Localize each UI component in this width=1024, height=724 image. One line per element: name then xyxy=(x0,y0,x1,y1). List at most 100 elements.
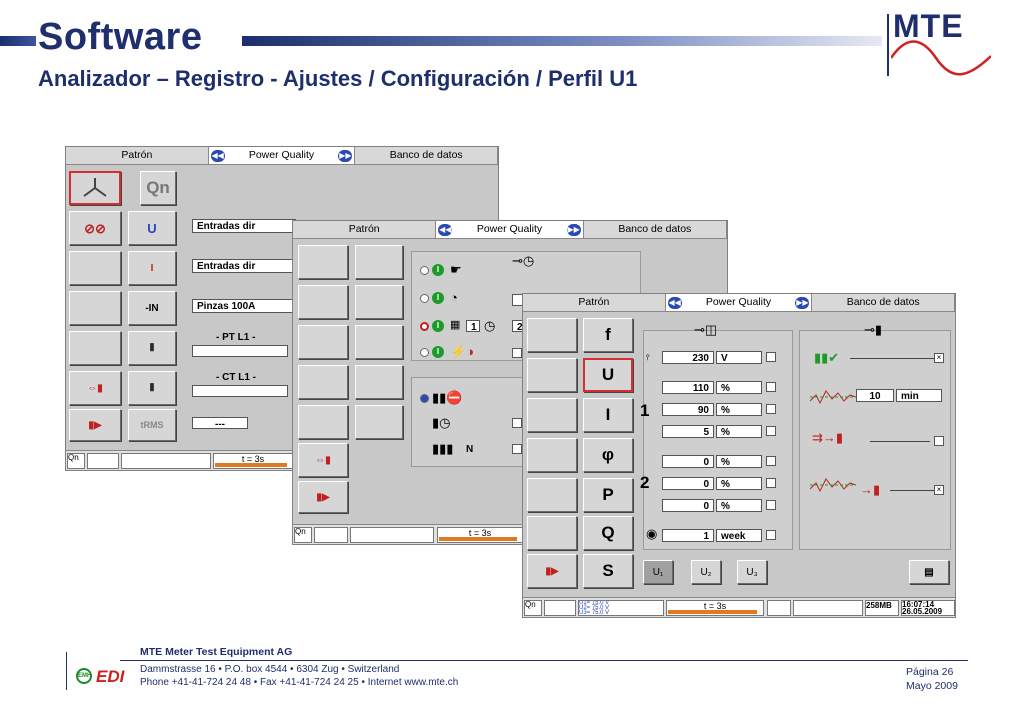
quantity-u-button[interactable]: U xyxy=(583,358,633,392)
exit-button[interactable]: ▮▶ xyxy=(527,554,577,588)
qn-button[interactable]: Qn xyxy=(140,171,176,205)
left-button-8[interactable] xyxy=(355,365,403,399)
left-button-7[interactable] xyxy=(298,365,348,399)
empty-button-3[interactable] xyxy=(69,331,121,365)
left-button-1[interactable] xyxy=(527,318,577,352)
prev-arrow-icon[interactable]: ◀◀ xyxy=(438,223,453,236)
left-button-2[interactable] xyxy=(355,245,403,279)
transformer-u-button[interactable]: ⫴ xyxy=(128,331,176,365)
prev-arrow-icon[interactable]: ◀◀ xyxy=(210,149,225,162)
radio-option-1[interactable] xyxy=(420,266,429,275)
tab-patron[interactable]: Patrón xyxy=(66,147,209,164)
g1-upper-unit[interactable]: % xyxy=(716,381,762,394)
tab-banco-datos[interactable]: Banco de datos xyxy=(355,147,499,164)
notes-button[interactable]: ▤ xyxy=(909,560,949,584)
waveform-checkbox[interactable]: × xyxy=(934,485,944,495)
g2-lower-unit[interactable]: % xyxy=(716,477,762,490)
left-button-4[interactable] xyxy=(355,285,403,319)
g2-lower-checkbox[interactable] xyxy=(766,478,776,488)
record-interval-unit[interactable]: min xyxy=(896,389,942,402)
g2-hyst-checkbox[interactable] xyxy=(766,500,776,510)
empty-button-1[interactable] xyxy=(69,251,121,285)
radio-option-2[interactable] xyxy=(420,294,429,303)
quantity-p-button[interactable]: P xyxy=(583,478,633,512)
quantity-phi-button[interactable]: φ xyxy=(583,438,633,472)
phase-u3-button[interactable]: U₃ xyxy=(737,560,767,584)
g1-lower-unit[interactable]: % xyxy=(716,403,762,416)
tab-power-quality[interactable]: ◀◀Power Quality▶▶ xyxy=(436,221,584,238)
meter-range-button[interactable]: ⊘⊘ xyxy=(69,211,121,245)
stop-checkbox-1[interactable] xyxy=(512,418,522,428)
tab-power-quality[interactable]: ◀◀Power Quality▶▶ xyxy=(665,294,813,311)
input-i-field[interactable]: Entradas dir xyxy=(192,259,296,273)
quantity-s-button[interactable]: S xyxy=(583,554,633,588)
g1-lower-checkbox[interactable] xyxy=(766,404,776,414)
wiring-star-button[interactable] xyxy=(69,171,121,205)
exit-button[interactable]: ▮▶ xyxy=(69,409,121,441)
input-i-button[interactable]: I xyxy=(128,251,176,285)
radio-option-4[interactable] xyxy=(420,348,429,357)
g2-hyst-field[interactable]: 0 xyxy=(662,499,714,512)
swap-button[interactable]: ⇔▮ xyxy=(69,371,121,405)
next-arrow-icon[interactable]: ▶▶ xyxy=(338,149,353,162)
tab-power-quality[interactable]: ◀◀Power Quality▶▶ xyxy=(208,147,356,164)
trms-button[interactable]: tRMS xyxy=(128,409,176,441)
radio-stop-1[interactable] xyxy=(420,394,429,403)
transformer-i-button[interactable]: ⫴ xyxy=(128,371,176,405)
left-button-5[interactable] xyxy=(527,478,577,512)
left-button-4[interactable] xyxy=(527,438,577,472)
radio-option-3-selected[interactable] xyxy=(420,322,429,331)
record-disable-checkbox[interactable]: × xyxy=(934,353,944,363)
left-button-3[interactable] xyxy=(298,285,348,319)
exit-button[interactable]: ▮▶ xyxy=(298,481,348,513)
tab-banco-datos[interactable]: Banco de datos xyxy=(812,294,956,311)
left-button-3[interactable] xyxy=(527,398,577,432)
nominal-checkbox[interactable] xyxy=(766,352,776,362)
pt-field[interactable] xyxy=(192,345,288,357)
g2-hyst-unit[interactable]: % xyxy=(716,499,762,512)
trigger-checkbox[interactable] xyxy=(512,348,522,358)
g1-upper-field[interactable]: 110 xyxy=(662,381,714,394)
phase-u1-button[interactable]: U₁ xyxy=(643,560,673,584)
g2-upper-field[interactable]: 0 xyxy=(662,455,714,468)
left-button-6[interactable] xyxy=(355,325,403,359)
left-button-6[interactable] xyxy=(527,516,577,550)
next-arrow-icon[interactable]: ▶▶ xyxy=(566,223,581,236)
quantity-f-button[interactable]: f xyxy=(583,318,633,352)
g2-lower-field[interactable]: 0 xyxy=(662,477,714,490)
next-arrow-icon[interactable]: ▶▶ xyxy=(795,296,810,309)
left-button-5[interactable] xyxy=(298,325,348,359)
period-field[interactable]: 1 xyxy=(662,529,714,542)
prev-arrow-icon[interactable]: ◀◀ xyxy=(667,296,682,309)
phase-u2-button[interactable]: U₂ xyxy=(691,560,721,584)
g2-upper-unit[interactable]: % xyxy=(716,455,762,468)
tab-patron[interactable]: Patrón xyxy=(293,221,437,238)
quantity-q-button[interactable]: Q xyxy=(583,516,633,550)
g1-upper-checkbox[interactable] xyxy=(766,382,776,392)
ct-field[interactable] xyxy=(192,385,288,397)
count-field[interactable]: 1 xyxy=(466,320,480,332)
left-button-2[interactable] xyxy=(527,358,577,392)
quantity-i-button[interactable]: I xyxy=(583,398,633,432)
stop-checkbox-2[interactable] xyxy=(512,444,522,454)
input-u-button[interactable]: U xyxy=(128,211,176,245)
left-button-1[interactable] xyxy=(298,245,348,279)
event-record-checkbox[interactable] xyxy=(934,436,944,446)
left-button-9[interactable] xyxy=(298,405,348,439)
nominal-value-field[interactable]: 230 xyxy=(662,351,714,364)
input-in-button[interactable]: -IN xyxy=(128,291,176,325)
left-button-10[interactable] xyxy=(355,405,403,439)
empty-button-2[interactable] xyxy=(69,291,121,325)
g1-hyst-checkbox[interactable] xyxy=(766,426,776,436)
tab-patron[interactable]: Patrón xyxy=(523,294,666,311)
g2-upper-checkbox[interactable] xyxy=(766,456,776,466)
g1-hyst-unit[interactable]: % xyxy=(716,425,762,438)
period-checkbox[interactable] xyxy=(766,530,776,540)
nominal-unit-field[interactable]: V xyxy=(716,351,762,364)
input-u-field[interactable]: Entradas dir xyxy=(192,219,296,233)
period-unit-field[interactable]: week xyxy=(716,529,762,542)
ratio-field[interactable]: --- xyxy=(192,417,248,429)
swap-button[interactable]: ⇔▮ xyxy=(298,443,348,477)
record-interval-field[interactable]: 10 xyxy=(856,389,894,402)
g1-hyst-field[interactable]: 5 xyxy=(662,425,714,438)
